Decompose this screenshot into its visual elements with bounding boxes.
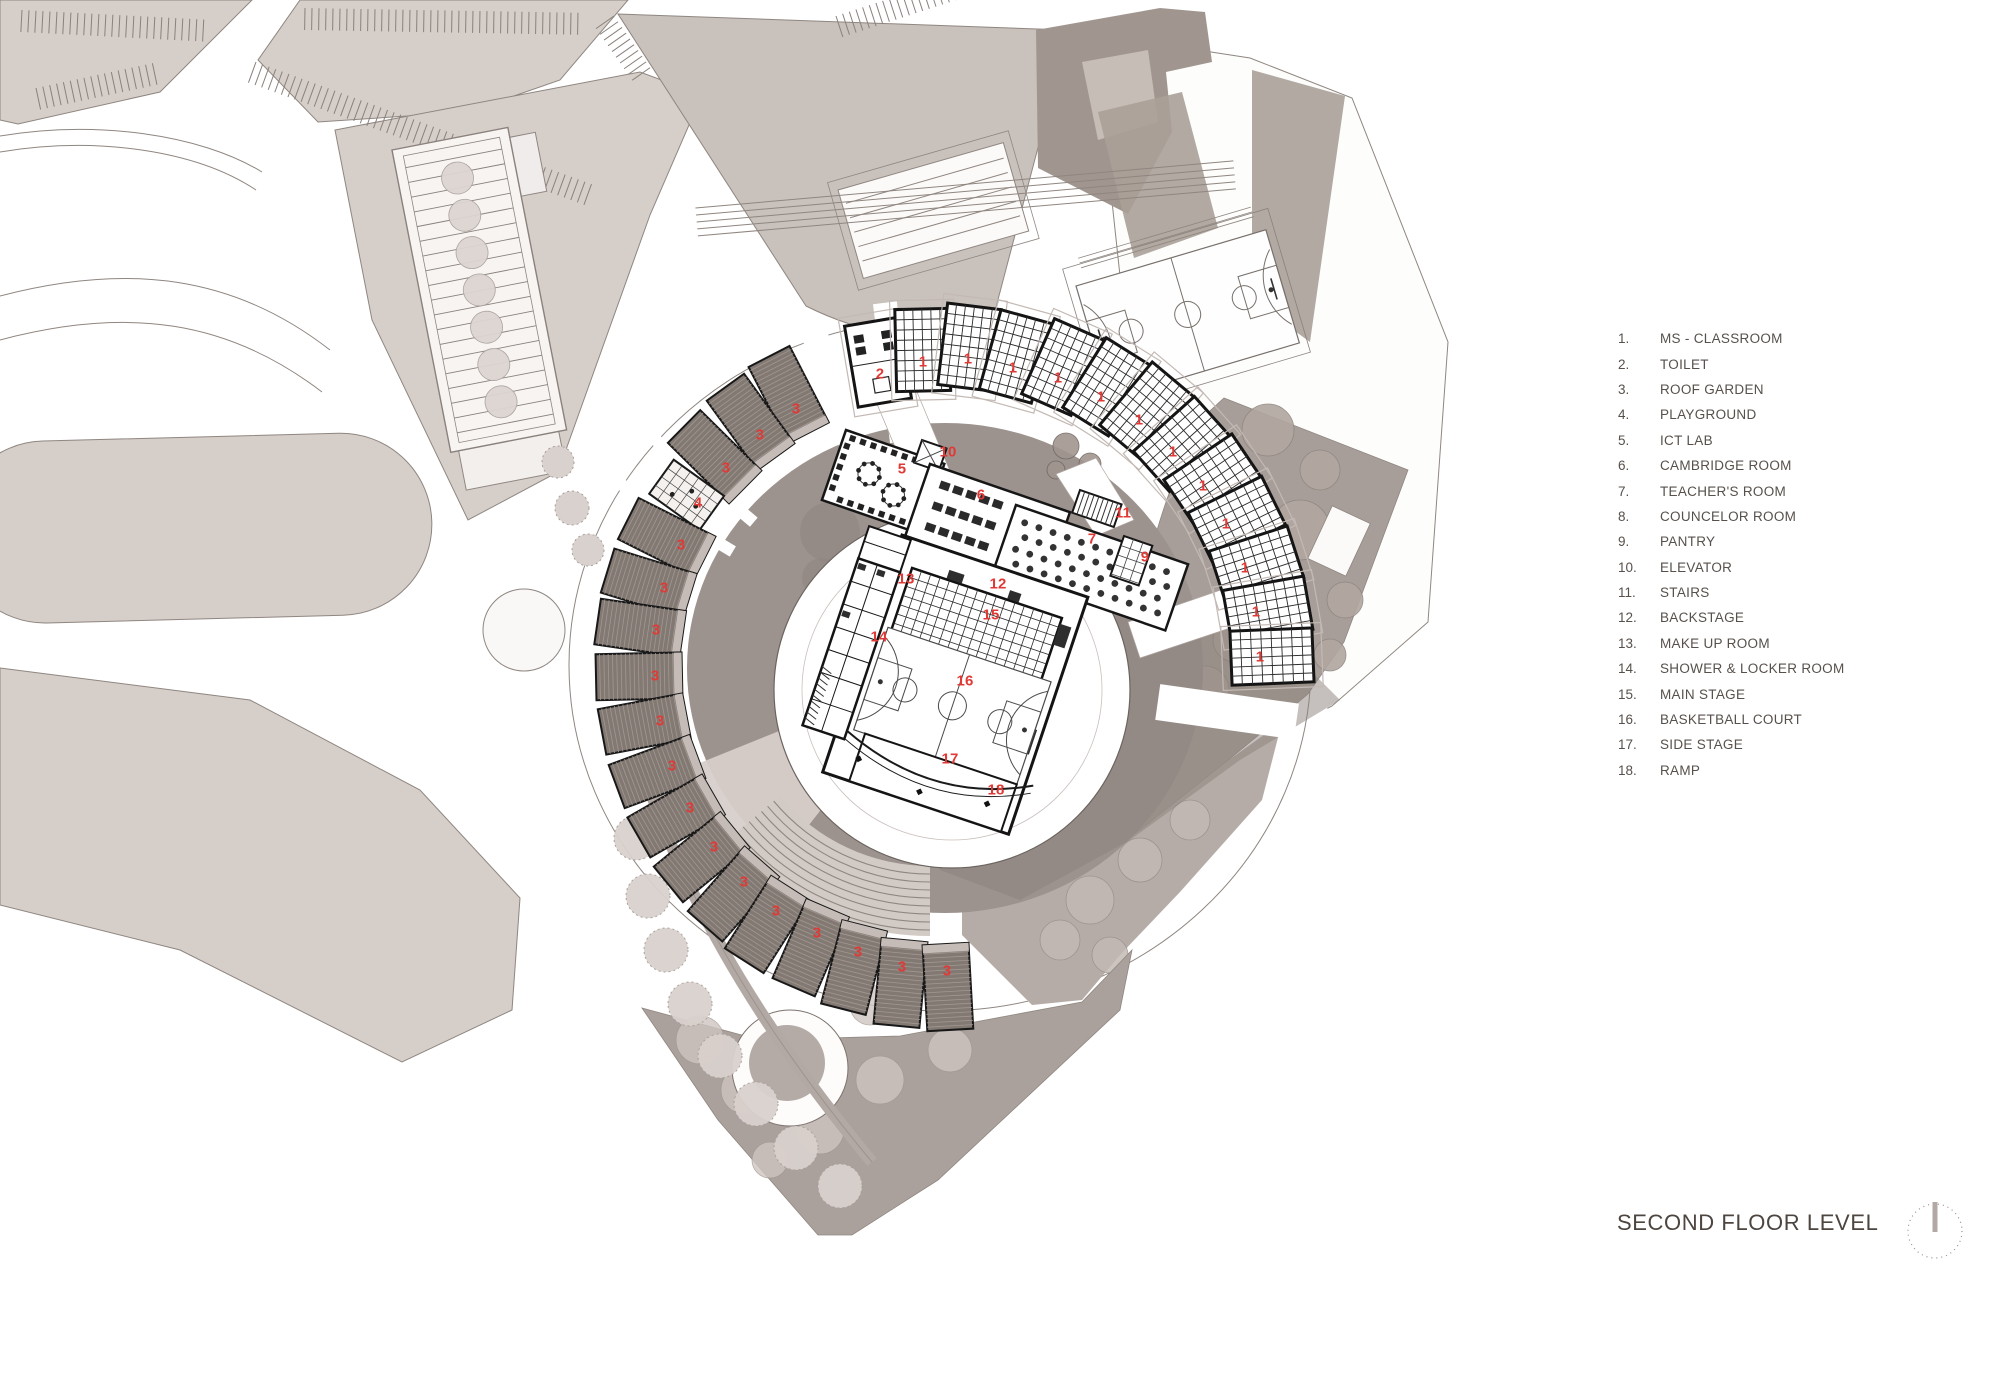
legend-item-number: 11. <box>1618 585 1636 601</box>
legend-item: 16. BASKETBALL COURT <box>1618 707 1938 732</box>
legend-item-number: 6. <box>1618 458 1630 474</box>
legend-item-label: PANTRY <box>1660 534 1716 550</box>
legend-item: 15. MAIN STAGE <box>1618 681 1938 706</box>
legend-item: 4. PLAYGROUND <box>1618 402 1938 427</box>
legend-item-number: 10. <box>1618 559 1637 575</box>
legend-item-number: 17. <box>1618 737 1637 753</box>
legend-item: 12. BACKSTAGE <box>1618 605 1938 630</box>
legend-item-label: ELEVATOR <box>1660 559 1733 575</box>
legend-item-label: TOILET <box>1660 356 1709 372</box>
legend-item-number: 14. <box>1618 661 1637 677</box>
legend-item-number: 7. <box>1618 483 1630 499</box>
legend-item-label: COUNCELOR ROOM <box>1660 508 1797 524</box>
legend-item: 8. COUNCELOR ROOM <box>1618 504 1938 529</box>
legend-item: 7. TEACHER'S ROOM <box>1618 478 1938 503</box>
legend-item: 9. PANTRY <box>1618 529 1938 554</box>
legend-item-number: 2. <box>1618 356 1630 372</box>
legend-item-label: TEACHER'S ROOM <box>1660 483 1787 499</box>
legend-item-label: RAMP <box>1660 762 1701 778</box>
legend-item-label: BASKETBALL COURT <box>1660 712 1803 728</box>
north-indicator-icon <box>1904 1198 1968 1262</box>
legend-item: 5. ICT LAB <box>1618 428 1938 453</box>
legend-item-number: 18. <box>1618 762 1637 778</box>
legend-item-label: MAIN STAGE <box>1660 686 1746 702</box>
legend-item: 3. ROOF GARDEN <box>1618 377 1938 402</box>
legend-item-number: 9. <box>1618 534 1630 550</box>
legend-item-label: MS - CLASSROOM <box>1660 331 1783 347</box>
legend-item-number: 5. <box>1618 432 1630 448</box>
legend: 1. MS - CLASSROOM 2. TOILET 3. ROOF GARDEN 4. P… <box>1618 326 1938 783</box>
legend-item: 14. SHOWER & LOCKER ROOM <box>1618 656 1938 681</box>
legend-item-label: SIDE STAGE <box>1660 737 1744 753</box>
legend-item: 6. CAMBRIDGE ROOM <box>1618 453 1938 478</box>
legend-item: 11. STAIRS <box>1618 580 1938 605</box>
legend-item: 13. MAKE UP ROOM <box>1618 631 1938 656</box>
legend-item-label: SHOWER & LOCKER ROOM <box>1660 661 1845 677</box>
legend-item-number: 4. <box>1618 407 1630 423</box>
legend-item: 1. MS - CLASSROOM <box>1618 326 1938 351</box>
legend-item-number: 15. <box>1618 686 1637 702</box>
legend-item-number: 8. <box>1618 508 1630 524</box>
legend-item-label: ICT LAB <box>1660 432 1713 448</box>
legend-item: 10. ELEVATOR <box>1618 555 1938 580</box>
legend-item-number: 16. <box>1618 712 1637 728</box>
legend-item: 17. SIDE STAGE <box>1618 732 1938 757</box>
legend-item: 18. RAMP <box>1618 758 1938 783</box>
legend-item-number: 12. <box>1618 610 1637 626</box>
legend-item-number: 1. <box>1618 331 1630 347</box>
legend-item-label: ROOF GARDEN <box>1660 381 1764 397</box>
legend-item-number: 13. <box>1618 635 1637 651</box>
legend-item-number: 3. <box>1618 381 1630 397</box>
legend-item-label: PLAYGROUND <box>1660 407 1757 423</box>
legend-item-label: CAMBRIDGE ROOM <box>1660 458 1792 474</box>
legend-item-label: MAKE UP ROOM <box>1660 635 1770 651</box>
legend-item-label: STAIRS <box>1660 585 1710 601</box>
legend-item-label: BACKSTAGE <box>1660 610 1745 626</box>
legend-item: 2. TOILET <box>1618 351 1938 376</box>
page-title: SECOND FLOOR LEVEL <box>1617 1210 1879 1235</box>
